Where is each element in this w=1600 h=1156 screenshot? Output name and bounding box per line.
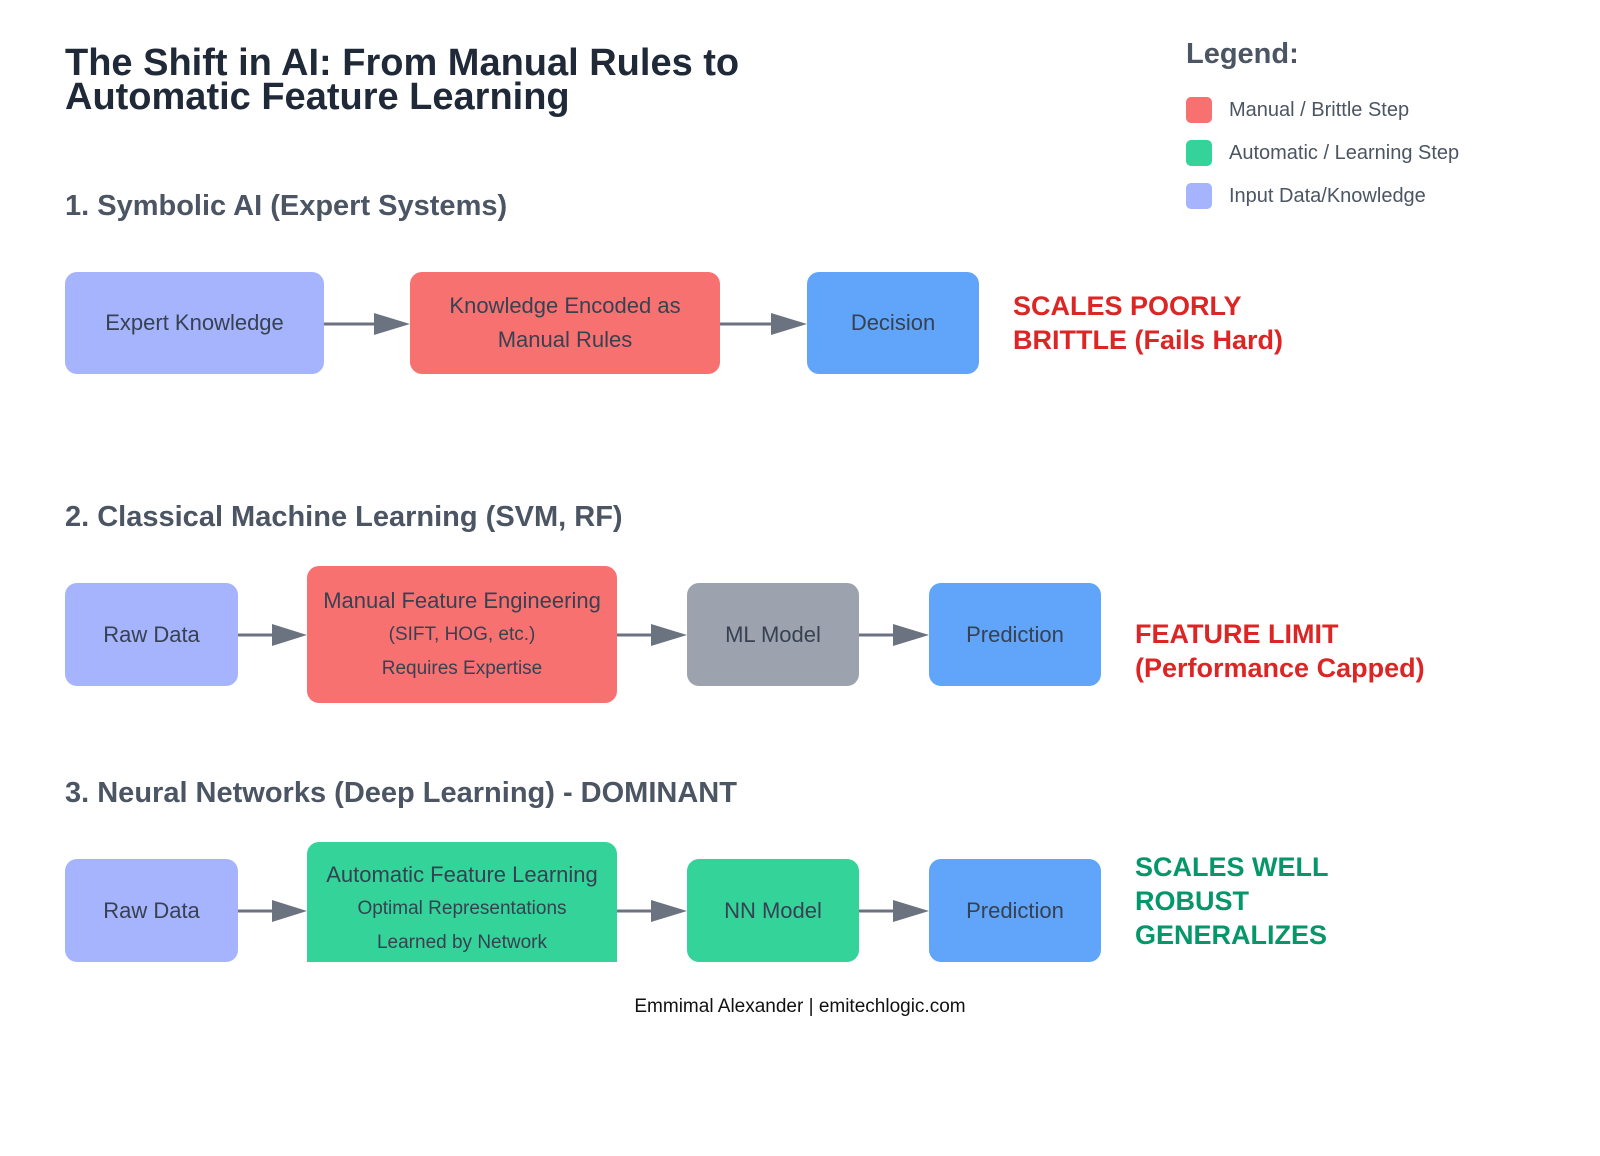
arrow-icon xyxy=(238,624,307,646)
section-heading: 3. Neural Networks (Deep Learning) - DOM… xyxy=(65,777,737,809)
arrow-icon xyxy=(859,624,929,646)
step-ml-model: ML Model xyxy=(687,583,859,686)
step-label: Raw Data xyxy=(103,897,200,923)
section-heading: 1. Symbolic AI (Expert Systems) xyxy=(65,190,508,222)
arrow-icon xyxy=(617,900,687,922)
note-line: SCALES WELL xyxy=(1135,852,1329,882)
title-line-2: Automatic Feature Learning xyxy=(65,76,570,118)
outcome-note: SCALES POORLY BRITTLE (Fails Hard) xyxy=(1013,289,1283,357)
legend-item-manual: Manual / Brittle Step xyxy=(1186,97,1409,123)
legend-label: Automatic / Learning Step xyxy=(1229,141,1460,164)
step-automatic-feature-learning: Automatic Feature Learning Optimal Repre… xyxy=(307,842,617,962)
arrow-icon xyxy=(617,624,687,646)
step-label: NN Model xyxy=(724,897,822,923)
step-label: Expert Knowledge xyxy=(105,310,284,335)
step-raw-data: Raw Data xyxy=(65,583,238,686)
legend-label: Input Data/Knowledge xyxy=(1229,184,1426,207)
step-sublabel: Learned by Network xyxy=(376,932,548,953)
step-sublabel: (SIFT, HOG, etc.) xyxy=(388,623,536,645)
arrow-icon xyxy=(324,313,410,335)
legend-swatch-manual xyxy=(1186,97,1212,123)
step-sublabel: Optimal Representations xyxy=(357,898,567,919)
step-prediction: Prediction xyxy=(929,859,1101,962)
step-label: ML Model xyxy=(725,621,821,647)
step-expert-knowledge: Expert Knowledge xyxy=(65,272,324,374)
step-label: Knowledge Encoded as xyxy=(449,293,681,318)
outcome-note: FEATURE LIMIT (Performance Capped) xyxy=(1135,617,1425,685)
step-label: Automatic Feature Learning xyxy=(326,862,598,887)
step-label: Prediction xyxy=(966,897,1064,923)
step-label: Decision xyxy=(850,310,936,335)
note-line: BRITTLE (Fails Hard) xyxy=(1013,325,1284,355)
attribution-footer: Emmimal Alexander | emitechlogic.com xyxy=(634,996,966,1017)
note-line: FEATURE LIMIT xyxy=(1135,619,1339,649)
legend-item-input: Input Data/Knowledge xyxy=(1186,183,1426,209)
step-label: Manual Feature Engineering xyxy=(323,587,601,613)
legend-swatch-input xyxy=(1186,183,1212,209)
step-nn-model: NN Model xyxy=(687,859,859,962)
step-label: Raw Data xyxy=(103,621,200,647)
arrow-icon xyxy=(720,313,807,335)
outcome-note: SCALES WELL ROBUST GENERALIZES xyxy=(1135,850,1329,952)
step-raw-data: Raw Data xyxy=(65,859,238,962)
legend-label: Manual / Brittle Step xyxy=(1229,98,1410,121)
step-decision: Decision xyxy=(807,272,979,374)
note-line: ROBUST xyxy=(1135,886,1249,916)
legend-title: Legend: xyxy=(1186,38,1299,70)
note-line: (Performance Capped) xyxy=(1135,653,1425,683)
arrow-icon xyxy=(859,900,929,922)
note-line: GENERALIZES xyxy=(1135,920,1328,950)
step-label: Manual Rules xyxy=(497,327,633,352)
step-sublabel: Requires Expertise xyxy=(381,657,543,679)
step-prediction: Prediction xyxy=(929,583,1101,686)
note-line: SCALES POORLY xyxy=(1013,291,1242,321)
section-heading: 2. Classical Machine Learning (SVM, RF) xyxy=(65,501,623,533)
step-label: Prediction xyxy=(966,621,1064,647)
step-manual-rules: Knowledge Encoded as Manual Rules xyxy=(410,272,720,374)
legend-swatch-automatic xyxy=(1186,140,1212,166)
title-line-1: The Shift in AI: From Manual Rules to xyxy=(65,42,740,84)
legend-item-automatic: Automatic / Learning Step xyxy=(1186,140,1459,166)
arrow-icon xyxy=(238,900,307,922)
diagram-title: The Shift in AI: From Manual Rules to Au… xyxy=(65,42,740,118)
step-manual-feature-engineering: Manual Feature Engineering (SIFT, HOG, e… xyxy=(307,566,617,703)
